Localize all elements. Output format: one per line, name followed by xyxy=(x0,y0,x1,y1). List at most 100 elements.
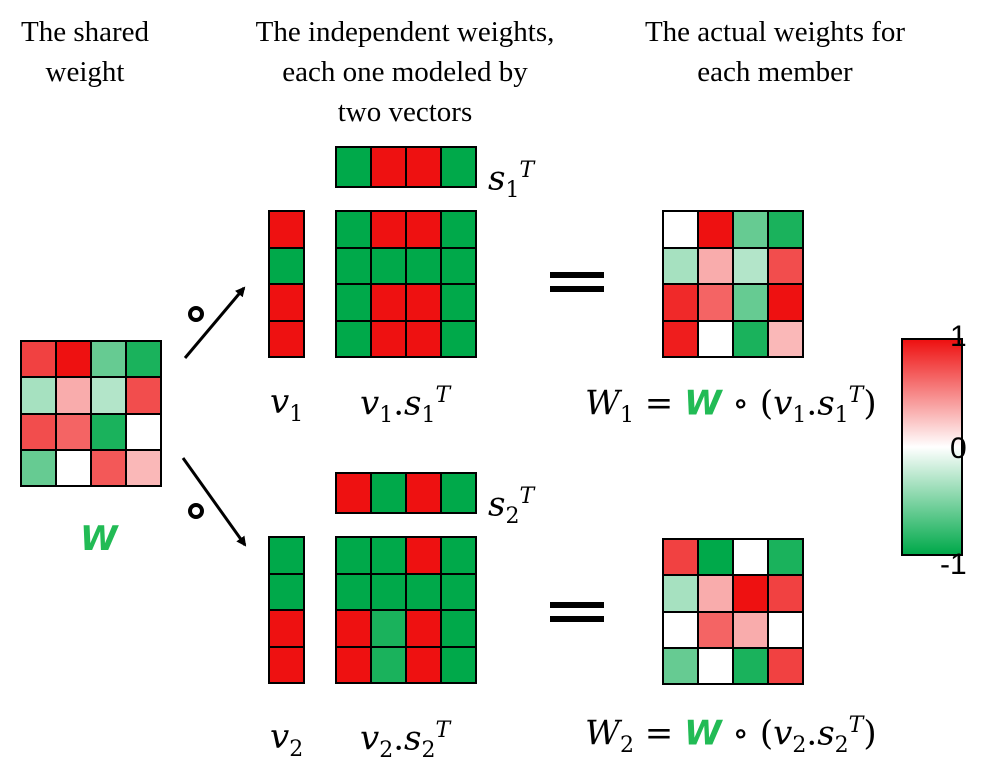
matrix-cell xyxy=(699,612,732,647)
matrix-cell xyxy=(699,285,732,320)
matrix-cell xyxy=(372,148,405,186)
matrix-cell xyxy=(270,538,303,573)
matrix-cell xyxy=(769,248,802,283)
matrix-cell xyxy=(442,148,475,186)
matrix-cell xyxy=(664,576,697,611)
matrix-cell xyxy=(699,540,732,575)
colorbar xyxy=(901,338,963,556)
matrix-cell xyxy=(769,212,802,247)
matrix-cell xyxy=(699,648,732,683)
label-v1: v1 xyxy=(270,382,304,427)
matrix-w2 xyxy=(662,538,804,685)
matrix-cell xyxy=(337,647,370,682)
matrix-cell xyxy=(337,321,370,356)
caption-shared-weight: The shared weight xyxy=(20,16,150,88)
matrix-cell xyxy=(337,285,370,320)
matrix-cell xyxy=(407,474,440,512)
matrix-cell xyxy=(734,540,767,575)
matrix-cell xyxy=(407,538,440,573)
matrix-cell xyxy=(442,611,475,646)
matrix-cell xyxy=(57,450,90,485)
matrix-cell xyxy=(127,450,160,485)
matrix-cell xyxy=(337,248,370,283)
matrix-cell xyxy=(769,648,802,683)
colorbar-tick-min: -1 xyxy=(940,548,967,581)
matrix-cell xyxy=(407,148,440,186)
matrix-cell xyxy=(407,285,440,320)
matrix-cell xyxy=(734,212,767,247)
matrix-v2-s2t xyxy=(335,536,477,684)
matrix-cell xyxy=(92,342,125,377)
matrix-cell xyxy=(734,285,767,320)
matrix-cell xyxy=(372,474,405,512)
matrix-cell xyxy=(372,285,405,320)
matrix-cell xyxy=(442,248,475,283)
matrix-cell xyxy=(664,212,697,247)
matrix-cell xyxy=(442,474,475,512)
matrix-cell xyxy=(769,540,802,575)
matrix-cell xyxy=(664,248,697,283)
hadamard-op-lower xyxy=(188,503,204,519)
matrix-cell xyxy=(270,647,303,682)
matrix-s1-transpose xyxy=(335,146,477,188)
matrix-cell xyxy=(337,148,370,186)
matrix-cell xyxy=(769,612,802,647)
colorbar-tick-mid: 0 xyxy=(950,432,967,465)
matrix-cell xyxy=(699,212,732,247)
matrix-cell xyxy=(92,414,125,449)
caption-independent-weights: The independent weights, each one modele… xyxy=(255,16,555,128)
matrix-cell xyxy=(734,612,767,647)
matrix-cell xyxy=(407,611,440,646)
matrix-cell xyxy=(442,285,475,320)
equals-upper xyxy=(550,272,604,292)
matrix-cell xyxy=(442,321,475,356)
matrix-cell xyxy=(442,538,475,573)
matrix-cell xyxy=(57,342,90,377)
matrix-cell xyxy=(372,538,405,573)
matrix-cell xyxy=(337,574,370,609)
matrix-cell xyxy=(664,540,697,575)
formula-w1: W1 = W ∘ (v1.s1T) xyxy=(585,383,877,429)
matrix-cell xyxy=(734,321,767,356)
matrix-v1 xyxy=(268,210,305,358)
arrow-up xyxy=(183,286,246,359)
matrix-cell xyxy=(337,611,370,646)
matrix-cell xyxy=(22,450,55,485)
matrix-s2-transpose xyxy=(335,472,477,514)
matrix-cell xyxy=(407,574,440,609)
matrix-cell xyxy=(664,321,697,356)
matrix-cell xyxy=(127,378,160,413)
matrix-cell xyxy=(769,285,802,320)
matrix-cell xyxy=(270,611,303,646)
matrix-cell xyxy=(22,414,55,449)
matrix-cell xyxy=(407,321,440,356)
matrix-cell xyxy=(769,321,802,356)
label-v2: v2 xyxy=(270,717,304,762)
label-w-shared: W xyxy=(80,519,118,559)
matrix-cell xyxy=(127,414,160,449)
matrix-cell xyxy=(270,212,303,247)
matrix-cell xyxy=(270,248,303,283)
label-v2-s2t: v2.s2T xyxy=(360,718,451,764)
matrix-cell xyxy=(127,342,160,377)
matrix-cell xyxy=(699,248,732,283)
colorbar-tick-max: 1 xyxy=(950,320,967,353)
matrix-cell xyxy=(442,647,475,682)
matrix-cell xyxy=(442,212,475,247)
matrix-cell xyxy=(270,321,303,356)
matrix-cell xyxy=(664,648,697,683)
matrix-cell xyxy=(57,378,90,413)
equals-lower xyxy=(550,602,604,622)
matrix-cell xyxy=(442,574,475,609)
matrix-cell xyxy=(337,538,370,573)
matrix-cell xyxy=(734,648,767,683)
matrix-cell xyxy=(407,647,440,682)
matrix-cell xyxy=(664,285,697,320)
matrix-cell xyxy=(372,574,405,609)
matrix-cell xyxy=(337,212,370,247)
matrix-cell xyxy=(734,248,767,283)
matrix-cell xyxy=(407,248,440,283)
matrix-cell xyxy=(664,612,697,647)
matrix-w1 xyxy=(662,210,804,358)
